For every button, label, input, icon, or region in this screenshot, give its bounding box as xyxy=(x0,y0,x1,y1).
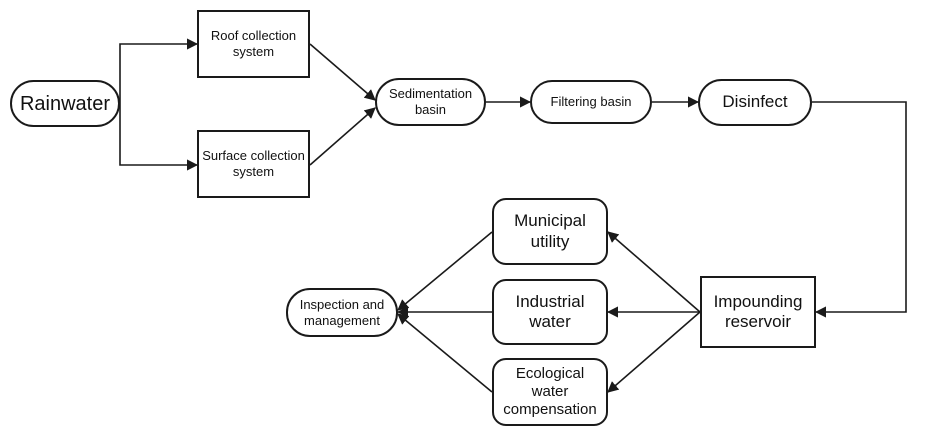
municipal-utility-node: Municipal utility xyxy=(492,198,608,265)
roof-collection-node: Roof collection system xyxy=(197,10,310,78)
industrial-water-node: Industrial water xyxy=(492,279,608,345)
impounding-reservoir-node: Impounding reservoir xyxy=(700,276,816,348)
filtering-basin-node: Filtering basin xyxy=(530,80,652,124)
arrow-rainwater-to-surface xyxy=(119,103,199,171)
arrow-ecological-to-inspection xyxy=(397,313,493,393)
arrow-surface-to-sedimentation xyxy=(309,107,376,166)
rainwater-node: Rainwater xyxy=(10,80,120,127)
disinfect-node: Disinfect xyxy=(698,79,812,126)
inspection-management-node: Inspection and management xyxy=(286,288,398,337)
surface-collection-node: Surface collection system xyxy=(197,130,310,198)
arrow-municipal-to-inspection xyxy=(397,231,493,311)
arrow-disinfect-to-reservoir xyxy=(812,101,907,318)
arrow-reservoir-to-ecological xyxy=(607,311,701,393)
arrow-roof-to-sedimentation xyxy=(309,43,376,101)
arrow-rainwater-to-roof xyxy=(119,38,199,103)
arrow-reservoir-to-municipal xyxy=(607,231,701,313)
ecological-water-compensation-node: Ecological water compensation xyxy=(492,358,608,426)
sedimentation-basin-node: Sedimentation basin xyxy=(375,78,486,126)
